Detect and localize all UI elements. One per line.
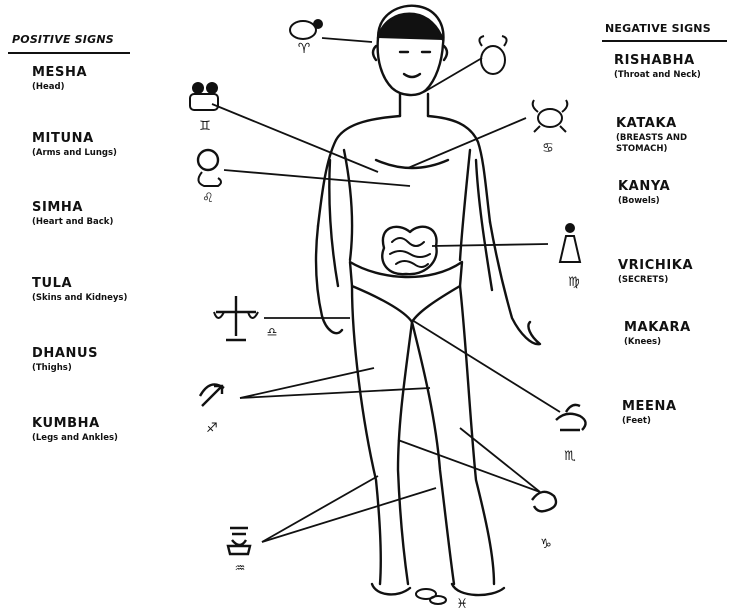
- aquarius-glyph: ♒: [235, 561, 246, 575]
- aquarius-icon: ♒: [228, 528, 250, 575]
- figure-head: [373, 6, 447, 95]
- connector-kataka: [408, 118, 526, 168]
- connector-lines: [212, 38, 560, 542]
- figure-bowels: [382, 227, 436, 274]
- connector-simha: [224, 170, 410, 186]
- figure-left-arm: [316, 160, 342, 333]
- aries-icon: ♈: [290, 19, 323, 57]
- figure-left-leg-outer: [352, 286, 381, 584]
- scorpio-icon: ♏: [556, 405, 586, 464]
- capricorn-glyph: ♑: [540, 537, 552, 552]
- connector-kanya: [432, 244, 548, 246]
- figure-right-leg-outer: [460, 286, 494, 584]
- cancer-icon: ♋: [533, 100, 568, 156]
- virgo-glyph: ♍: [568, 275, 580, 290]
- connector-vrichika: [412, 320, 560, 412]
- connector-kumbha-1: [262, 476, 378, 542]
- taurus-icon: [479, 36, 506, 74]
- connector-dhanus-1: [240, 368, 374, 398]
- connector-mituna: [212, 104, 378, 172]
- connector-kumbha-2: [262, 488, 436, 542]
- connector-makara-1: [398, 440, 540, 492]
- virgo-icon: ♍: [560, 223, 580, 290]
- figure-neck: [400, 94, 428, 116]
- gemini-glyph: ♊: [199, 119, 211, 134]
- pisces-glyph: ♓: [456, 597, 468, 610]
- connector-rishabha: [424, 58, 482, 92]
- libra-glyph: ♎: [267, 325, 278, 339]
- sagittarius-icon: ♐: [200, 384, 224, 436]
- aries-glyph: ♈: [298, 41, 311, 57]
- scorpio-glyph: ♏: [564, 449, 576, 464]
- figure-right-foot: [452, 584, 504, 595]
- connector-mesha: [322, 38, 372, 42]
- leo-icon: ♌: [198, 150, 221, 206]
- connector-makara-2: [460, 428, 540, 492]
- figure-left-foot: [372, 584, 410, 594]
- cancer-glyph: ♋: [542, 141, 554, 156]
- capricorn-icon: ♑: [532, 492, 556, 552]
- gemini-icon: ♊: [190, 82, 218, 134]
- leo-glyph: ♌: [202, 191, 214, 206]
- sagittarius-glyph: ♐: [206, 421, 218, 436]
- figure-left-leg-inner: [398, 322, 412, 584]
